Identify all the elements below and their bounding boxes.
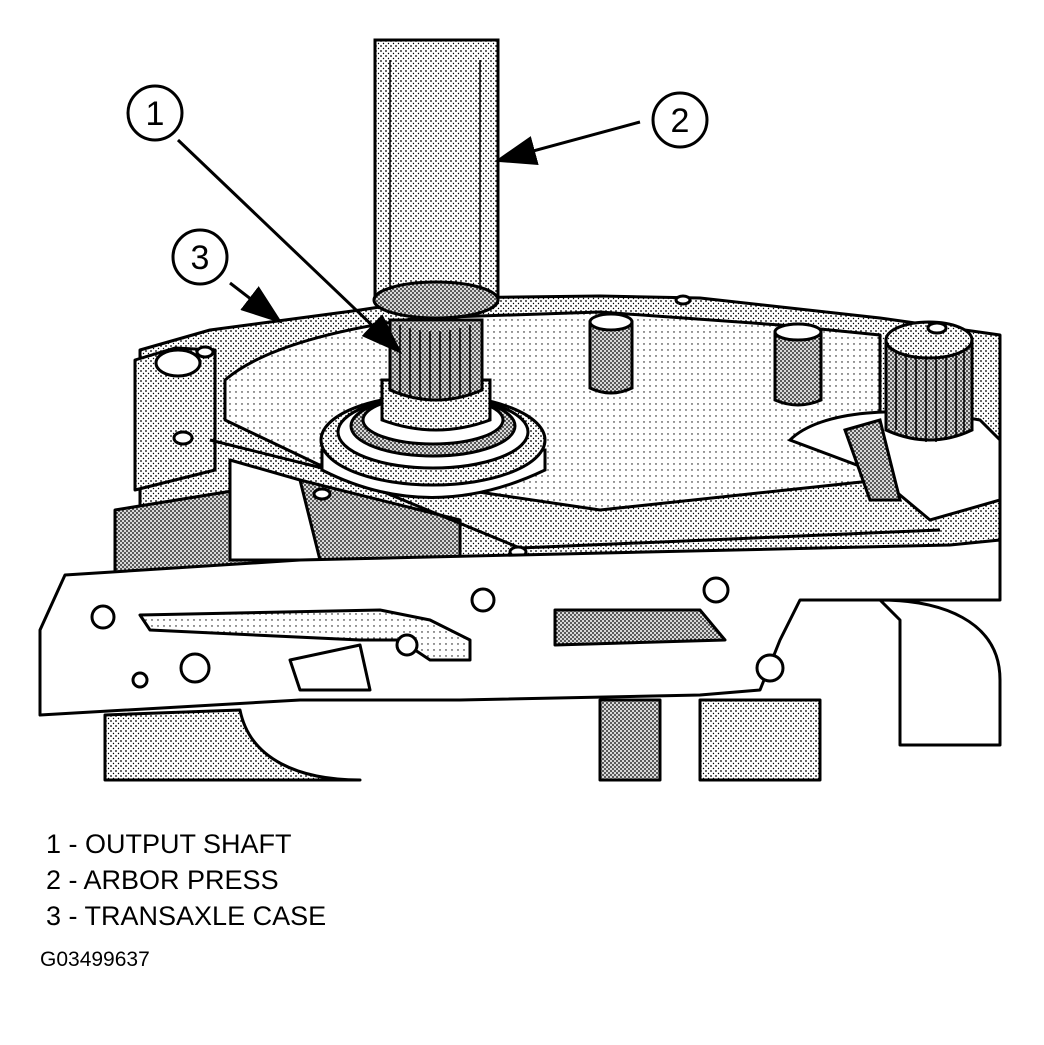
callout-3: 3 bbox=[171, 228, 229, 286]
leader-line-3 bbox=[229, 281, 283, 324]
legend: 1 - OUTPUT SHAFT 2 - ARBOR PRESS 3 - TRA… bbox=[46, 826, 326, 934]
leader-line-1 bbox=[176, 138, 403, 355]
leader-lines bbox=[176, 120, 641, 355]
dowel-pin-right bbox=[773, 322, 823, 407]
valve-body-plate bbox=[38, 538, 1002, 782]
callout-1: 1 bbox=[126, 84, 184, 142]
dowel-pin-left bbox=[588, 312, 634, 395]
arbor-press bbox=[372, 38, 500, 320]
svg-text:3: 3 bbox=[191, 239, 210, 277]
svg-text:1: 1 bbox=[146, 95, 165, 133]
legend-item-output-shaft: 1 - OUTPUT SHAFT bbox=[46, 829, 292, 859]
transfer-shaft bbox=[787, 320, 1002, 522]
leader-line-2 bbox=[494, 120, 641, 166]
output-shaft bbox=[380, 318, 492, 432]
legend-item-arbor-press: 2 - ARBOR PRESS bbox=[46, 865, 279, 895]
callout-2: 2 bbox=[651, 91, 709, 149]
svg-text:2: 2 bbox=[671, 102, 690, 140]
legend-item-transaxle-case: 3 - TRANSAXLE CASE bbox=[46, 901, 327, 931]
figure-id: G03499637 bbox=[40, 948, 150, 971]
